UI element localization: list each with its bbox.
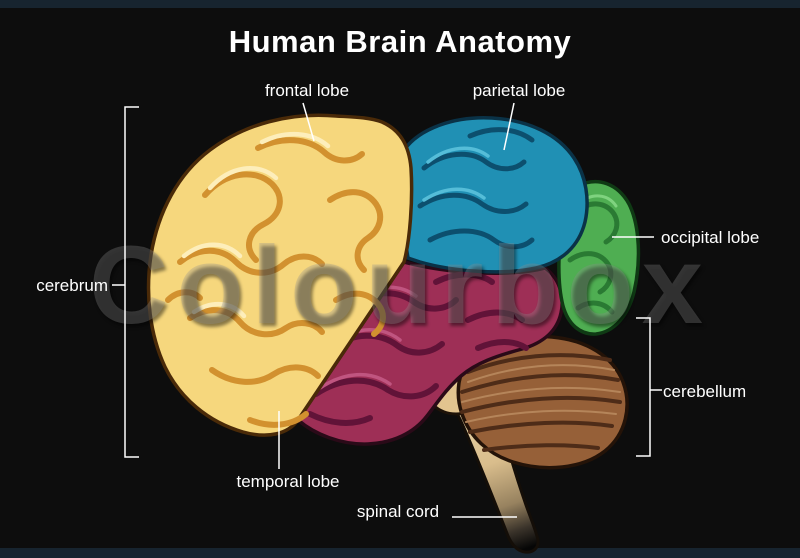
- cerebellum-bracket: [636, 317, 651, 457]
- label-temporal-lobe: temporal lobe: [236, 472, 340, 491]
- parietal-lobe-leader-line: [503, 102, 515, 151]
- cerebellum-shape: [456, 334, 629, 470]
- frontal-lobe-shape: [146, 113, 414, 437]
- label-parietal-lobe: parietal lobe: [472, 81, 566, 100]
- frontal-lobe-leader-line: [302, 102, 315, 142]
- label-frontal-lobe: frontal lobe: [264, 81, 350, 100]
- diagram-title: Human Brain Anatomy: [228, 24, 572, 59]
- label-spinal-cord: spinal cord: [356, 502, 440, 521]
- temporal-lobe-shape: [295, 259, 564, 446]
- watermark-text: Colourbox: [89, 224, 711, 347]
- bottom-frame-bar: [0, 548, 800, 558]
- cerebrum-bracket: [124, 106, 139, 458]
- label-cerebrum: cerebrum: [36, 276, 108, 295]
- parietal-lobe-shape: [400, 116, 589, 274]
- label-cerebellum: cerebellum: [663, 382, 747, 401]
- label-occipital-lobe: occipital lobe: [661, 228, 760, 247]
- top-frame-bar: [0, 0, 800, 8]
